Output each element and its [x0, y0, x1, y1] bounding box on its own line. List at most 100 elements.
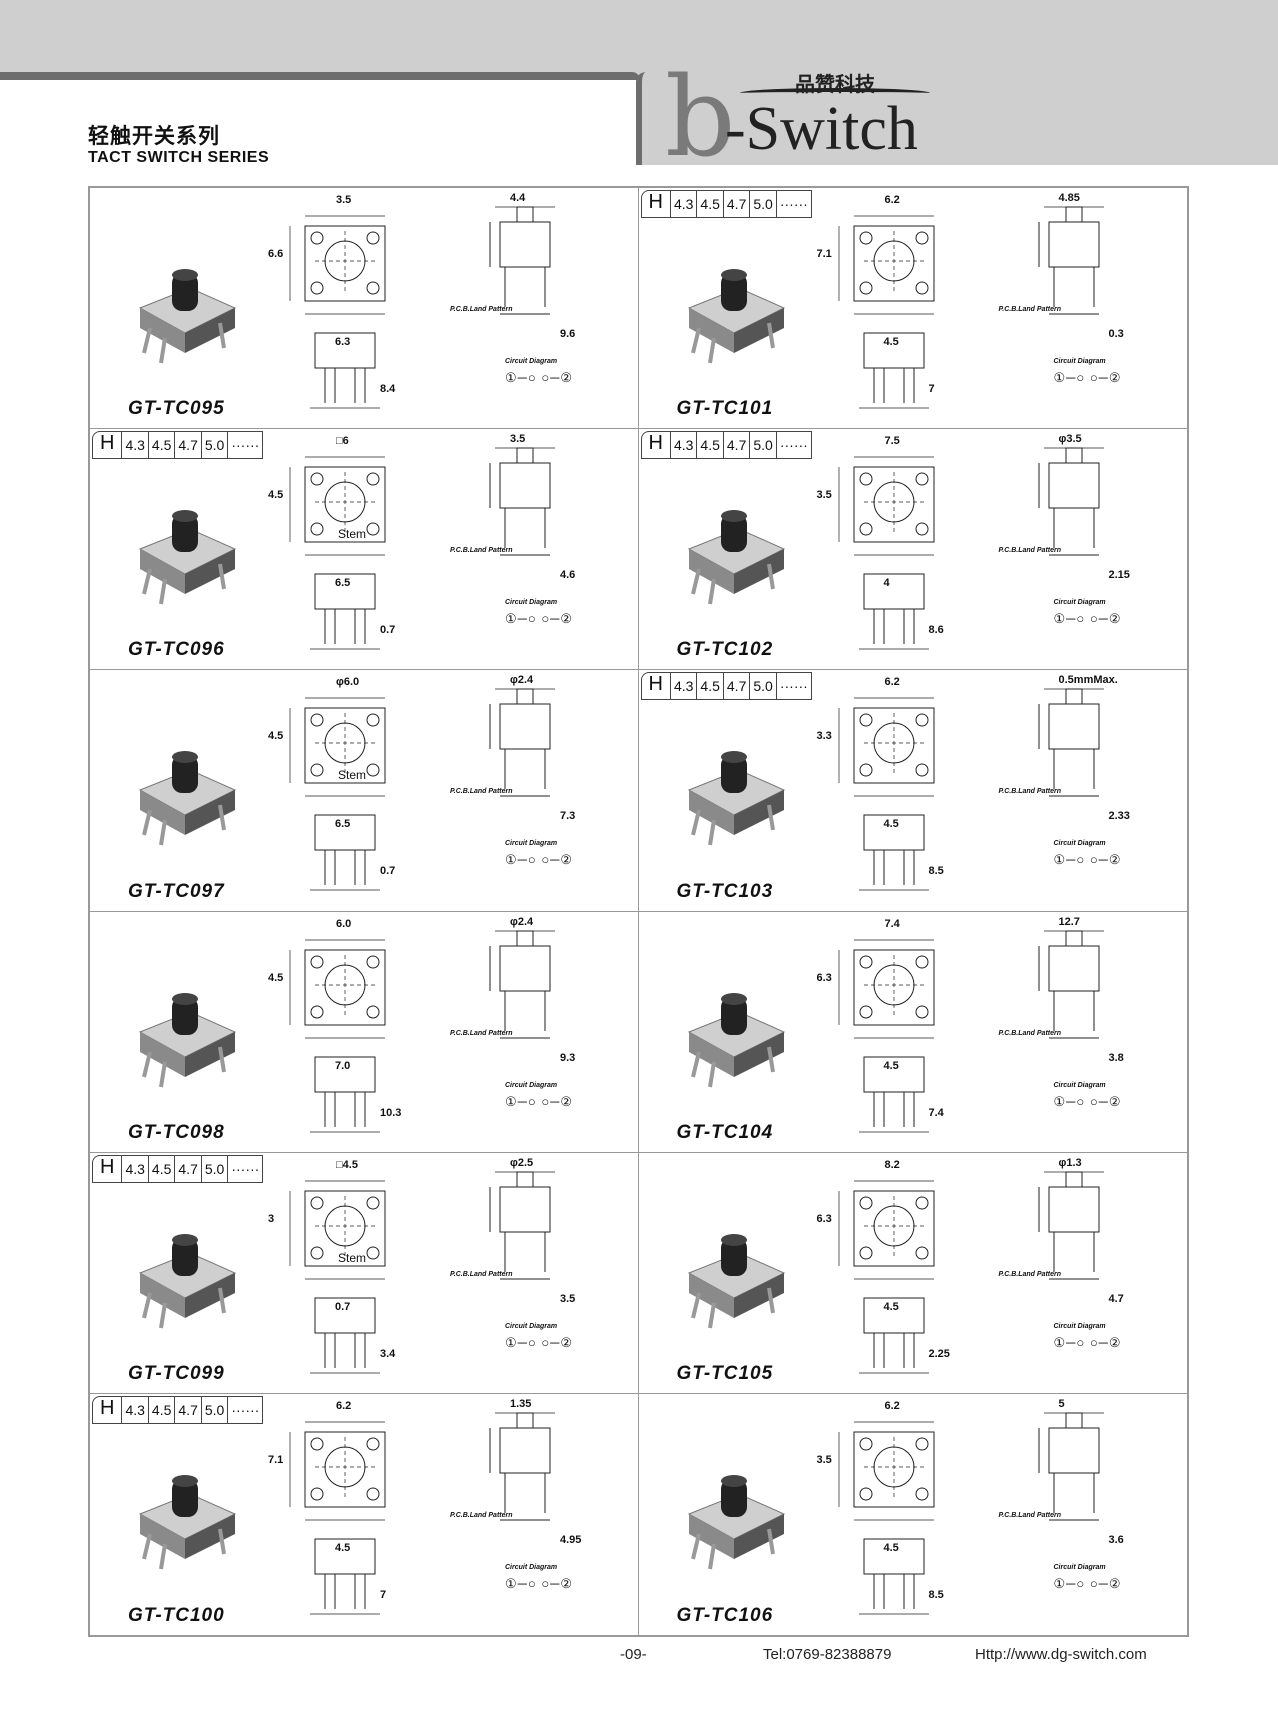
height-option: 4.7	[724, 191, 751, 217]
height-option: 4.7	[175, 1155, 202, 1182]
dimension-label: 2.15	[1108, 569, 1130, 582]
dimension-label: 8.6	[928, 624, 944, 637]
model-number: GT-TC096	[128, 639, 225, 661]
front-view-drawing	[824, 1171, 964, 1291]
height-option: 5.0	[202, 1155, 229, 1182]
circuit-diagram-symbol: ①─○ ○─②	[1053, 1093, 1122, 1109]
dimension-label: 8.2	[884, 1158, 900, 1171]
circuit-diagram-symbol: ①─○ ○─②	[505, 370, 574, 385]
height-option: ······	[231, 1401, 260, 1418]
dimension-label: 4.85	[1058, 192, 1080, 204]
product-photo	[120, 248, 250, 368]
model-number: GT-TC105	[676, 1362, 774, 1384]
pin-view-drawing	[275, 1047, 415, 1137]
dimension-label: 1.35	[510, 1397, 532, 1410]
height-option: ······	[779, 196, 808, 212]
height-option: ······	[231, 1160, 260, 1177]
front-view-drawing	[824, 1412, 964, 1532]
product-photo	[120, 730, 250, 850]
circuit-diagram-label: Circuit Diagram	[505, 358, 558, 365]
height-option: 4.3	[671, 432, 698, 459]
height-option: 4.3	[671, 191, 698, 217]
circuit-diagram-symbol: ①─○ ○─②	[505, 852, 574, 868]
front-view-drawing	[824, 930, 964, 1050]
dimension-label: 8.4	[380, 383, 396, 395]
dimension-label: 4.5	[268, 730, 284, 743]
dimension-label: 7.1	[816, 248, 832, 260]
circuit-diagram-symbol: ①─○ ○─②	[1053, 852, 1122, 868]
front-view-drawing	[275, 206, 415, 326]
dimension-label: 2.33	[1108, 810, 1130, 823]
product-photo	[669, 248, 799, 368]
circuit-diagram-label: Circuit Diagram	[505, 599, 558, 607]
model-number: GT-TC102	[676, 639, 774, 661]
brand-logo: b 品赞科技 -Switch	[665, 60, 965, 172]
dimension-label: 7.3	[560, 810, 576, 823]
series-title-en: TACT SWITCH SERIES	[88, 149, 270, 166]
dimension-label: 2.25	[928, 1347, 950, 1360]
series-title-cn: 轻触开关系列	[88, 125, 220, 148]
dimension-label: 7.1	[268, 1453, 284, 1466]
model-number: GT-TC101	[676, 398, 774, 420]
pin-view-drawing	[275, 323, 415, 413]
pcb-land-pattern-label: P.C.B.Land Pattern	[450, 1029, 513, 1037]
height-option: 4.7	[724, 673, 751, 700]
product-photo	[669, 730, 799, 850]
dimension-label: 4.5	[883, 336, 899, 348]
pcb-land-pattern-label: P.C.B.Land Pattern	[450, 306, 513, 313]
dimension-label: 4.5	[883, 1300, 899, 1313]
height-option: H	[93, 432, 123, 459]
dimension-label: 7.4	[884, 917, 900, 930]
circuit-diagram-symbol: ①─○ ○─②	[505, 1334, 574, 1350]
dimension-label: 9.6	[560, 328, 576, 340]
product-photo	[669, 489, 799, 609]
dimension-label: φ1.3	[1058, 1156, 1082, 1169]
page-number: -09-	[620, 1646, 647, 1663]
pcb-land-pattern-label: P.C.B.Land Pattern	[998, 788, 1062, 796]
dimension-label: 7	[380, 1588, 387, 1601]
circuit-diagram-symbol: ①─○ ○─②	[505, 1575, 574, 1591]
dimension-label: 4.5	[335, 1541, 351, 1554]
dimension-label: 6.3	[816, 971, 832, 984]
dimension-label: 3.5	[560, 1292, 576, 1305]
dimension-label: 6.5	[335, 577, 351, 590]
dimension-label: 4.4	[510, 192, 526, 204]
circuit-diagram-label: Circuit Diagram	[505, 1081, 558, 1089]
dimension-label: 8.5	[928, 1588, 944, 1601]
model-number: GT-TC103	[676, 880, 774, 902]
height-option: 4.7	[175, 1396, 202, 1423]
logo-cn: 品赞科技	[795, 74, 875, 96]
side-view-drawing	[1014, 202, 1144, 322]
dimension-label: 3.4	[380, 1347, 396, 1360]
dimension-label: 6.3	[816, 1212, 832, 1225]
pin-view-drawing	[824, 323, 964, 413]
side-view-drawing	[465, 443, 595, 563]
height-option: 4.3	[122, 432, 149, 459]
logo-swoosh	[740, 88, 930, 98]
pin-view-drawing	[824, 564, 964, 654]
dimension-label: 6.2	[884, 1399, 900, 1412]
dimension-label: 0.7	[380, 865, 396, 878]
website-link[interactable]: Http://www.dg-switch.com	[975, 1646, 1147, 1663]
height-option: 4.3	[671, 673, 698, 700]
pcb-land-pattern-label: P.C.B.Land Pattern	[450, 788, 513, 796]
product-photo	[120, 1213, 250, 1333]
circuit-diagram-symbol: ①─○ ○─②	[1053, 1334, 1122, 1350]
dimension-label: 4.5	[268, 489, 284, 502]
side-view-drawing	[465, 1167, 595, 1287]
product-photo	[669, 972, 799, 1092]
dimension-label: 4.5	[883, 1059, 899, 1072]
dimension-label: 6.5	[335, 818, 351, 831]
front-view-drawing	[824, 206, 964, 326]
logo-word: -Switch	[725, 95, 918, 163]
dimension-label: φ2.5	[510, 1156, 534, 1169]
height-option: 4.3	[122, 1396, 149, 1423]
side-view-drawing	[465, 1408, 595, 1528]
dimension-label: 3.5	[336, 194, 352, 206]
